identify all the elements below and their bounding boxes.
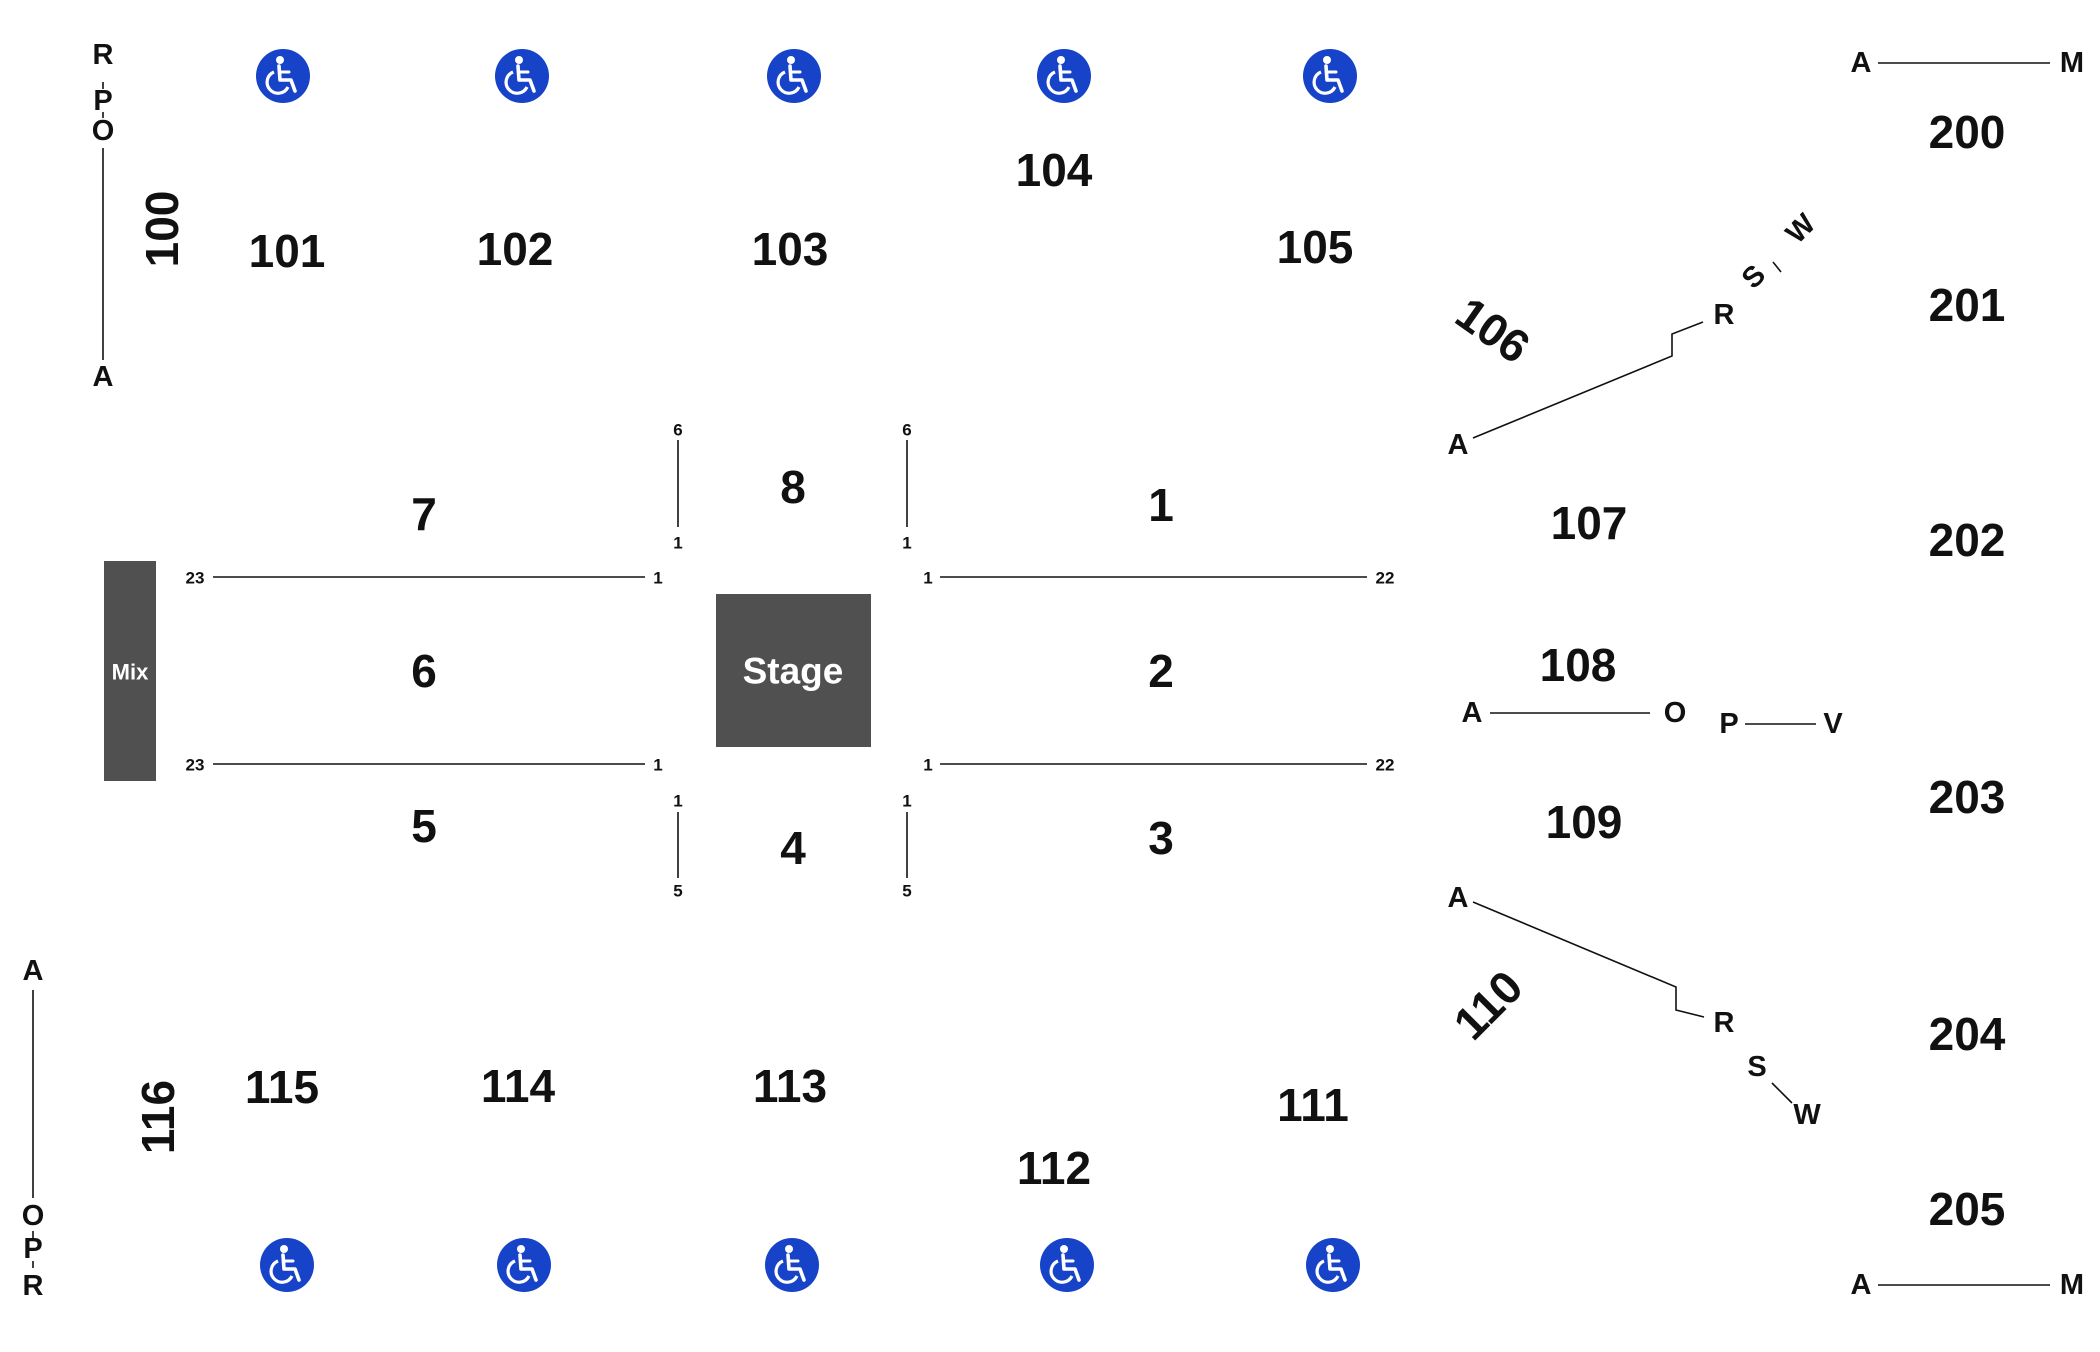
seat-number: 1 [673,534,682,553]
wheelchair-accessible-icon[interactable] [763,1236,821,1294]
section-100[interactable]: 100 [136,191,188,268]
seat-number: 6 [902,421,911,440]
section-105[interactable]: 105 [1277,221,1354,273]
row-letter: P [1719,708,1738,740]
row-letter: W [1793,1099,1821,1131]
row-letter: A [23,955,44,987]
section-109[interactable]: 109 [1546,796,1623,848]
seat-number: 1 [902,534,911,553]
row-letter: A [1462,697,1483,729]
section-112[interactable]: 112 [1017,1142,1091,1194]
seat-number: 6 [673,421,682,440]
section-6[interactable]: 6 [411,645,437,697]
wheelchair-accessible-icon[interactable] [1038,1236,1096,1294]
section-3[interactable]: 3 [1148,812,1174,864]
mix-label: Mix [112,660,149,685]
stage-label: Stage [743,651,844,692]
row-letter: O [92,115,115,147]
wheelchair-accessible-icon[interactable] [1304,1236,1362,1294]
section-7[interactable]: 7 [411,488,437,540]
section-115[interactable]: 115 [245,1061,319,1113]
row-letter: O [1664,697,1687,729]
seat-number: 1 [902,792,911,811]
row-letter: A [1851,1269,1872,1301]
section-5[interactable]: 5 [411,800,437,852]
section-114[interactable]: 114 [481,1060,556,1112]
seat-number: 1 [653,756,662,775]
stage[interactable]: Stage [716,594,871,747]
wheelchair-accessible-icon[interactable] [493,47,551,105]
row-letter: A [1448,429,1469,461]
section-4[interactable]: 4 [780,822,806,874]
seat-number: 1 [653,569,662,588]
row-letter: R [23,1270,44,1302]
row-letter: R [1714,299,1735,331]
seat-number: 5 [902,882,911,901]
wheelchair-accessible-icon[interactable] [1301,47,1359,105]
section-2[interactable]: 2 [1148,645,1174,697]
wheelchair-accessible-icon[interactable] [765,47,823,105]
section-111[interactable]: 111 [1277,1079,1349,1131]
section-108[interactable]: 108 [1540,639,1617,691]
section-200[interactable]: 200 [1929,106,2006,158]
section-8[interactable]: 8 [780,461,806,513]
row-letter: A [1851,47,1872,79]
section-106[interactable]: 106 [1447,287,1540,374]
seat-number: 1 [923,756,932,775]
seat-number: 22 [1376,569,1395,588]
wheelchair-accessible-icon[interactable] [1035,47,1093,105]
section-107[interactable]: 107 [1551,497,1628,549]
section-104[interactable]: 104 [1016,144,1093,196]
section-103[interactable]: 103 [752,223,829,275]
section-204[interactable]: 204 [1929,1008,2006,1060]
seat-number: 23 [186,569,205,588]
section-101[interactable]: 101 [249,225,326,277]
row-letter: R [1714,1007,1735,1039]
seat-number: 1 [673,792,682,811]
row-letter: M [2060,47,2084,79]
section-201[interactable]: 201 [1929,279,2006,331]
row-letter: P [93,85,112,117]
row-letter: A [93,361,114,393]
section-110[interactable]: 110 [1443,960,1532,1049]
row-letter: S [1736,259,1772,295]
aisle-lines [32,62,2050,1286]
wheelchair-accessible-icon[interactable] [495,1236,553,1294]
seat-number: 1 [923,569,932,588]
section-102[interactable]: 102 [477,223,554,275]
row-letter: M [2060,1269,2084,1301]
section-203[interactable]: 203 [1929,771,2006,823]
row-letter: A [1448,882,1469,914]
seat-number: 23 [186,756,205,775]
row-letter: W [1780,208,1822,250]
seat-number: 5 [673,882,682,901]
row-letter: O [22,1200,45,1232]
section-202[interactable]: 202 [1929,514,2006,566]
wheelchair-accessible-icon[interactable] [258,1236,316,1294]
row-letter: R [93,39,114,71]
section-205[interactable]: 205 [1929,1183,2006,1235]
section-116[interactable]: 116 [132,1080,184,1154]
wheelchair-accessible-icon[interactable] [254,47,312,105]
section-113[interactable]: 113 [753,1060,827,1112]
row-letter: V [1823,708,1843,740]
seat-number: 22 [1376,756,1395,775]
row-letter: S [1747,1051,1766,1083]
row-letter: P [23,1233,42,1265]
mix-booth[interactable]: Mix [104,561,156,781]
section-1[interactable]: 1 [1148,479,1174,531]
